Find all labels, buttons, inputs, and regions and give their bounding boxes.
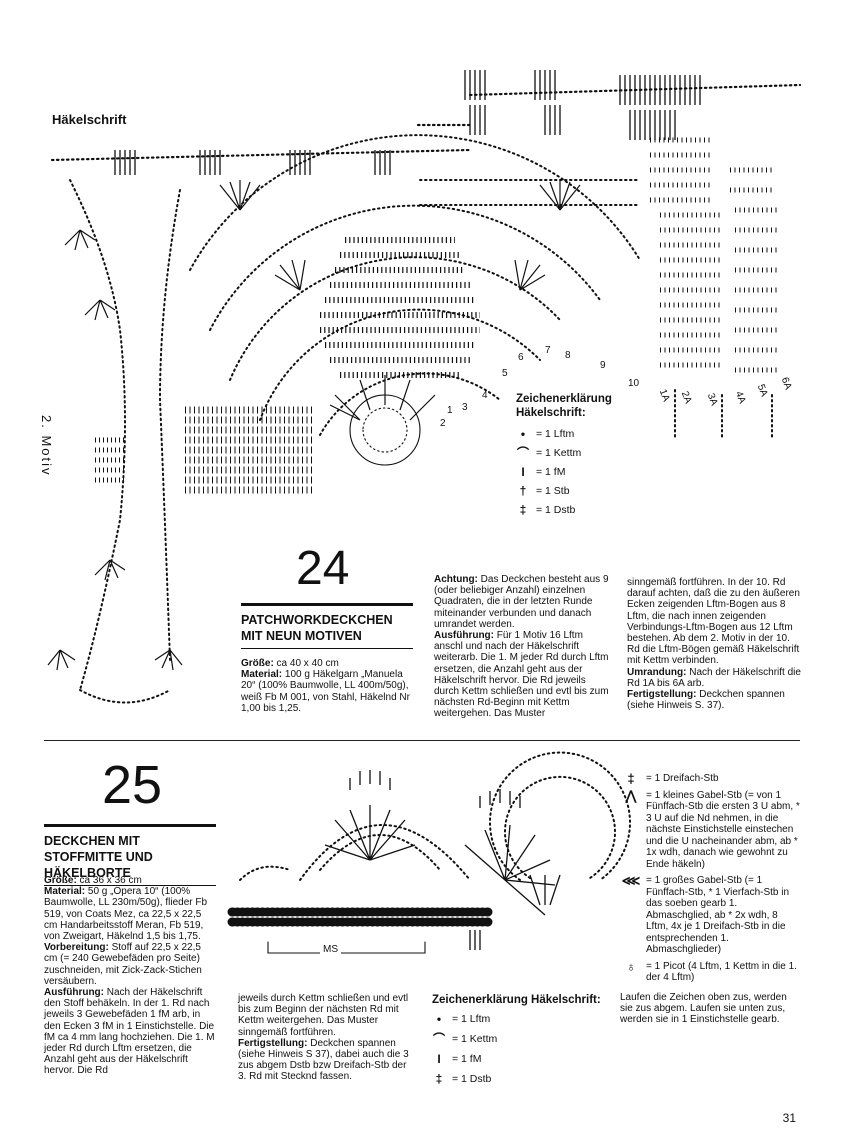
fm-symbol: I [521, 465, 525, 479]
kleines-gabel-stb-icon: ⋀ [625, 787, 637, 803]
ausfuehrung-24: Ausführung: Für 1 Motiv 16 Lftm anschl u… [434, 630, 609, 720]
s25-col1: Größe: ca 36 x 36 cm Material: 50 g „Ope… [44, 875, 216, 1077]
ring-number: 6 [518, 352, 524, 363]
grosses-gabel-stb-item: ⋘= 1 großes Gabel-Stb (= 1 Fünffach-Stb,… [621, 873, 790, 955]
ring-number: 5 [502, 368, 508, 379]
page-number: 31 [782, 1111, 796, 1125]
ring-number: 10 [628, 378, 640, 389]
fertigstellung-24: Fertigstellung: Deckchen spannen (siehe … [627, 689, 785, 712]
ring-number: 2 [440, 418, 446, 429]
legend-item: I= 1 fM [516, 466, 636, 479]
lftm-symbol: • [520, 427, 526, 441]
dreifach-stb-icon: ‡ [627, 771, 635, 786]
section-title-25: DECKCHEN MIT STOFFMITTE UND HÄKELBORTE [44, 824, 216, 886]
crochet-chart-top [47, 70, 802, 704]
legend-item: •= 1 Lftm [516, 428, 636, 441]
legend-item: †= 1 Stb [516, 485, 636, 498]
stb-symbol: † [519, 484, 527, 498]
kleines-gabel-stb-item: ⋀= 1 kleines Gabel-Stb (= von 1 Fünffach… [620, 787, 802, 871]
dreifach-stb-item: ‡= 1 Dreifach-Stb [620, 771, 802, 786]
legend-item: ⌒= 1 Kettm [516, 446, 582, 460]
groesse-24: Größe: ca 40 x 40 cm [241, 658, 339, 669]
chart-heading: Häkelschrift [52, 112, 127, 127]
dstb-symbol: ‡ [435, 1072, 443, 1086]
section-title-24: PATCHWORKDECKCHEN MIT NEUN MOTIVEN [241, 603, 413, 649]
ms-label: MS [320, 944, 341, 955]
symbol-explanations: ‡= 1 Dreifach-Stb ⋀= 1 kleines Gabel-Stb… [620, 771, 802, 1025]
kettm-symbol: ⌒ [516, 446, 529, 460]
vorbereitung-25: Vorbereitung: Stoff auf 22,5 x 22,5 cm (… [44, 942, 202, 987]
picot-item: ♁= 1 Picot (4 Lftm, 1 Kettm in die 1. de… [620, 958, 802, 984]
ausfuehrung-25: Ausführung: Nach der Häkelschrift den St… [44, 987, 215, 1077]
legend-title: Zeichenerklärung Häkelschrift: [432, 994, 601, 1006]
section-number-24: 24 [296, 542, 350, 595]
legend-item: I= 1 fM [432, 1053, 612, 1066]
legend-item: ‡= 1 Dstb [516, 504, 636, 517]
ring-number: 1 [447, 405, 453, 416]
legend-title: Zeichenerklärung Häkelschrift: [516, 393, 612, 419]
legend-item: ‡= 1 Dstb [432, 1073, 612, 1086]
material-25: Material: 50 g „Opera 10“ (100% Baumwoll… [44, 886, 208, 943]
s24-col1: Größe: ca 40 x 40 cm Material: 100 g Häk… [241, 658, 413, 714]
dstb-symbol: ‡ [519, 503, 527, 517]
picot-icon: ♁ [626, 958, 636, 974]
groesse-25: Größe: ca 36 x 36 cm [44, 875, 142, 886]
ring-number: 8 [565, 350, 571, 361]
kettm-symbol: ⌒ [432, 1032, 445, 1046]
achtung-24: Achtung: Das Deckchen besteht aus 9 (ode… [434, 574, 609, 630]
umrandung-24: Umrandung: Nach der Häkelschrift die Rd … [627, 666, 801, 689]
s24-col2: Achtung: Das Deckchen besteht aus 9 (ode… [434, 574, 612, 720]
legend-item: •= 1 Lftm [432, 1013, 612, 1026]
material-24: Material: 100 g Häkelgarn „Manuela 20“ (… [241, 669, 410, 714]
ring-number: 4 [482, 390, 488, 401]
legend-bottom: Zeichenerklärung Häkelschrift: •= 1 Lftm… [432, 993, 612, 1086]
section-divider [44, 740, 800, 741]
grosses-gabel-stb-icon: ⋘ [621, 873, 641, 888]
ring-number: 9 [600, 360, 606, 371]
legend-item: ⌒= 1 Kettm [432, 1032, 498, 1046]
join-note: Laufen die Zeichen oben zus, werden sie … [620, 991, 787, 1025]
fm-symbol: I [437, 1052, 441, 1066]
ring-number: 3 [462, 402, 468, 413]
section-number-25: 25 [102, 755, 163, 815]
fertigstellung-25: Fertigstellung: Deckchen spannen (siehe … [238, 1037, 409, 1083]
s24-col3: sinngemäß fortführen. In der 10. Rd dara… [627, 577, 801, 712]
lftm-symbol: • [436, 1012, 442, 1026]
ring-numbers: 1 2 3 4 5 6 7 8 9 10 1A 2A 3A 4A 5A 6A [440, 345, 793, 429]
legend-top: Zeichenerklärung Häkelschrift: •= 1 Lftm… [516, 392, 636, 517]
ring-number: 7 [545, 345, 551, 356]
s25-col2: jeweils durch Kettm schließen und evtl b… [238, 993, 416, 1083]
